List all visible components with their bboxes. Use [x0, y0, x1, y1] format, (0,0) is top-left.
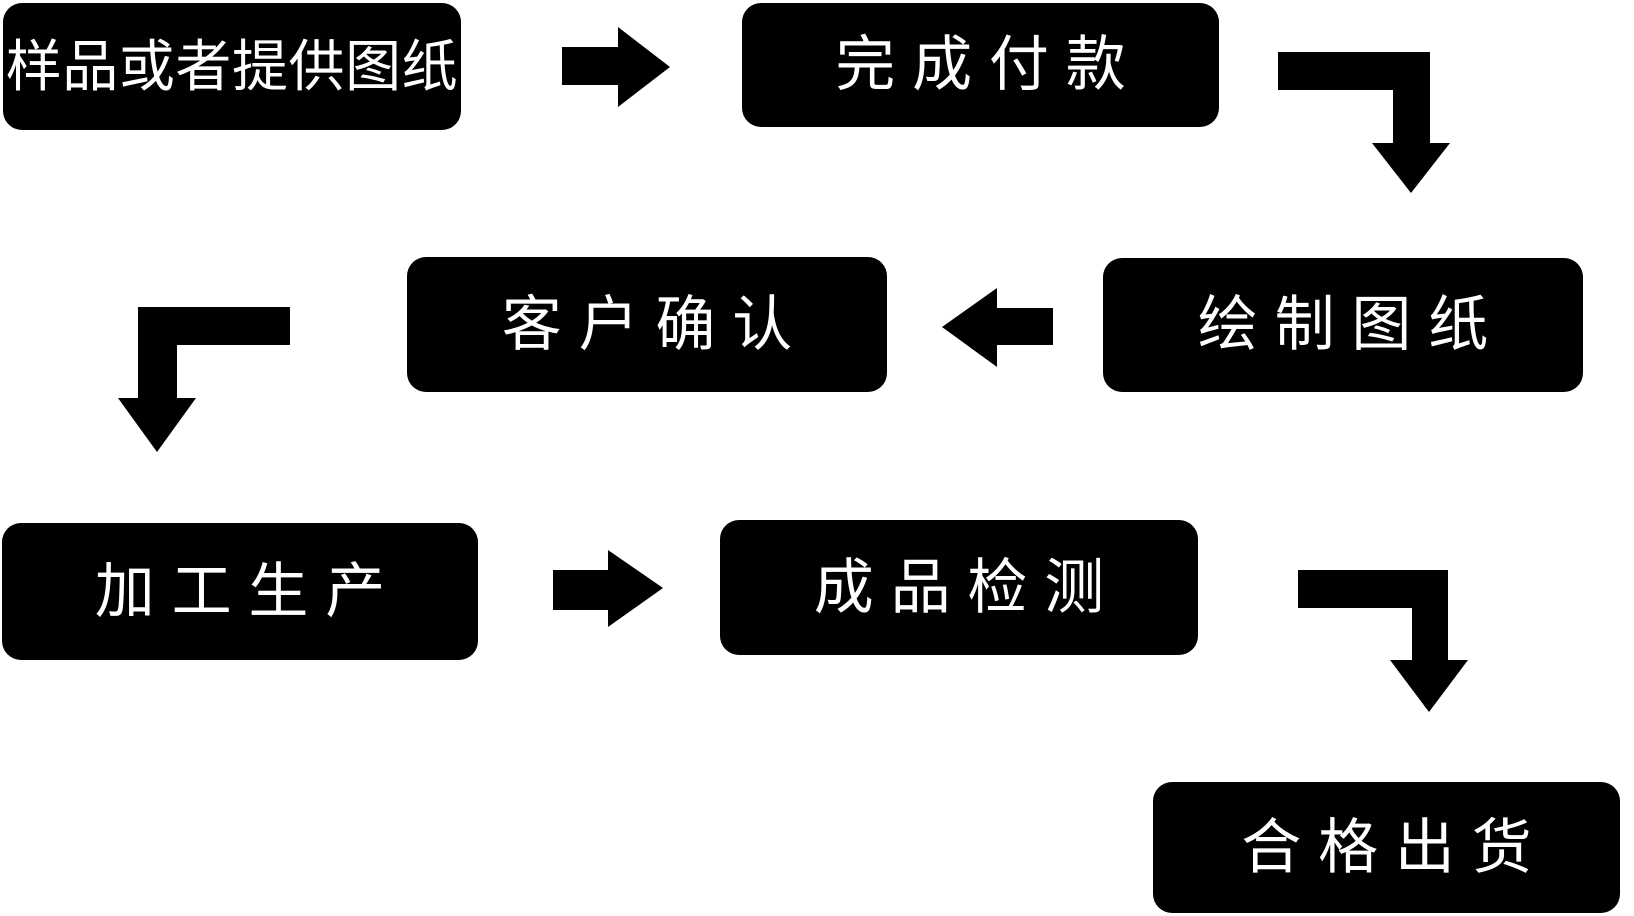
arrow-inspection-to-shipment-icon [1298, 570, 1468, 712]
arrow-production-to-inspection-icon [553, 550, 663, 627]
flow-node-label: 完成付款 [835, 31, 1143, 98]
flow-node-draw-drawings: 绘制图纸 [1103, 258, 1583, 392]
flow-node-label: 加工生产 [94, 557, 402, 625]
flow-node-complete-payment: 完成付款 [742, 3, 1219, 127]
flow-node-customer-confirmation: 客户确认 [407, 257, 887, 392]
flow-node-label: 合格出货 [1241, 813, 1549, 881]
arrow-confirmation-to-production-icon [118, 307, 290, 452]
flow-node-product-inspection: 成品检测 [720, 520, 1198, 655]
flow-node-label: 客户确认 [501, 290, 809, 358]
arrow-sample-to-payment-icon [562, 27, 670, 107]
flow-node-sample-or-drawings: 样品或者提供图纸 [3, 3, 461, 130]
flow-node-qualified-shipment: 合格出货 [1153, 782, 1620, 913]
flow-node-label: 绘制图纸 [1197, 291, 1505, 358]
arrow-draw-to-confirmation-icon [942, 288, 1053, 367]
flow-node-processing-production: 加工生产 [2, 523, 478, 660]
flow-node-label: 成品检测 [813, 553, 1121, 621]
arrow-payment-to-draw-icon [1278, 52, 1450, 193]
flow-node-label: 样品或者提供图纸 [5, 34, 459, 98]
